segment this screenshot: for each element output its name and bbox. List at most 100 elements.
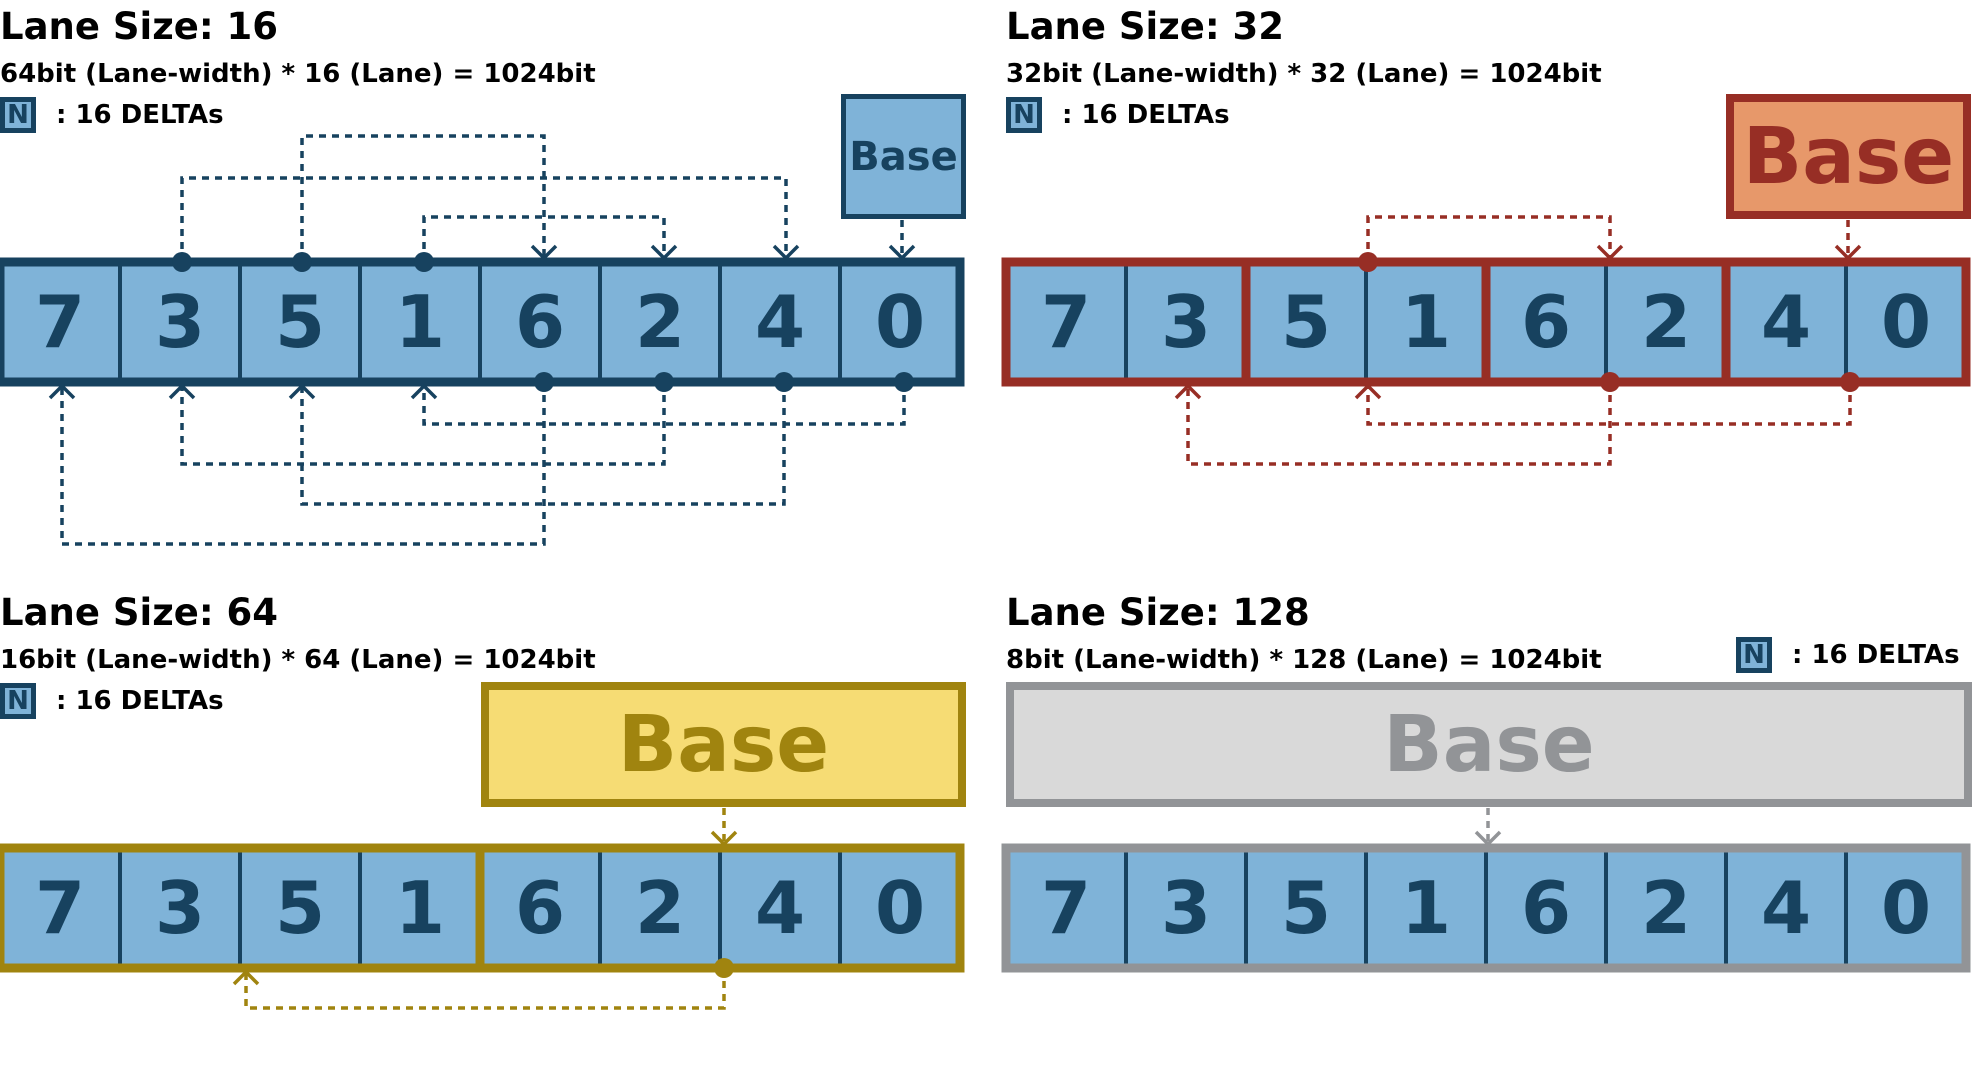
lane-value: 1	[1401, 280, 1451, 364]
panel-title: Lane Size: 32	[1006, 5, 1284, 48]
arrow-head-up	[232, 969, 260, 986]
n-square-icon: N	[0, 97, 36, 133]
arrow-head-up	[288, 383, 316, 400]
legend: N : 16 DELTAs	[0, 683, 224, 719]
lane-value: 3	[1161, 866, 1211, 950]
arrow-head-up	[168, 383, 196, 400]
panel-subtitle: 16bit (Lane-width) * 64 (Lane) = 1024bit	[0, 645, 596, 675]
lane-cell	[1364, 846, 1488, 970]
arrow-head-down	[1474, 830, 1502, 847]
lane-value: 6	[1521, 280, 1571, 364]
lane-value: 4	[1761, 866, 1811, 950]
panel-subtitle: 8bit (Lane-width) * 128 (Lane) = 1024bit	[1006, 645, 1602, 675]
lane-value: 1	[395, 866, 445, 950]
legend: N : 16 DELTAs	[0, 97, 224, 133]
delta-source-dot	[414, 252, 434, 272]
delta-connector	[180, 382, 666, 466]
lane-cell	[838, 846, 962, 970]
delta-source-dot	[654, 372, 674, 392]
lane-value: 7	[35, 280, 85, 364]
delta-connector	[422, 215, 666, 262]
lane-value: 2	[635, 866, 685, 950]
lane-value: 5	[275, 280, 325, 364]
arrow-head-down	[710, 830, 738, 847]
lane-value: 7	[1041, 866, 1091, 950]
lane-value: 1	[395, 280, 445, 364]
lane-cell	[1364, 260, 1488, 384]
arrow-head-down	[772, 244, 800, 261]
lane-cell	[478, 846, 602, 970]
lane-value: 4	[755, 866, 805, 950]
lane-value: 2	[1641, 866, 1691, 950]
lane-value: 6	[515, 866, 565, 950]
lane-value: 3	[155, 866, 205, 950]
lane-value: 0	[1881, 866, 1931, 950]
panel-lane-size-32: Lane Size: 32 32bit (Lane-width) * 32 (L…	[1001, 0, 1972, 506]
arrow-head-down	[1596, 244, 1624, 261]
lane-group-border	[0, 257, 965, 387]
panel-lane-size-64: Lane Size: 64 16bit (Lane-width) * 64 (L…	[0, 586, 986, 1092]
panel-title: Lane Size: 64	[0, 591, 278, 634]
arrow-head-up	[1174, 383, 1202, 400]
legend: N : 16 DELTAs	[1006, 97, 1230, 133]
delta-connector	[300, 134, 546, 262]
lane-cell	[1724, 260, 1848, 384]
arrow-head-up	[48, 383, 76, 400]
arrow-head-up	[410, 383, 438, 400]
delta-connector	[244, 968, 726, 1010]
lane-group-border	[1001, 843, 1971, 973]
lane-value: 6	[1521, 866, 1571, 950]
lane-value: 5	[1281, 866, 1331, 950]
legend-text: : 16 DELTAs	[56, 100, 224, 130]
lane-value: 0	[875, 866, 925, 950]
delta-connector	[1186, 382, 1612, 466]
lane-value: 2	[1641, 280, 1691, 364]
delta-source-dot	[1600, 372, 1620, 392]
lane-value: 4	[1761, 280, 1811, 364]
arrow-head-up	[1354, 383, 1382, 400]
lane-cell	[1124, 260, 1248, 384]
delta-connector	[180, 176, 788, 262]
lane-value: 5	[275, 866, 325, 950]
panel-lane-size-128: Lane Size: 128 8bit (Lane-width) * 128 (…	[1001, 586, 1972, 1092]
lane-value: 0	[1881, 280, 1931, 364]
base-box: Base	[481, 682, 966, 807]
base-box: Base	[1006, 682, 1972, 807]
base-box: Base	[841, 94, 966, 219]
delta-source-dot	[292, 252, 312, 272]
legend-text: : 16 DELTAs	[56, 686, 224, 716]
base-box: Base	[1726, 94, 1971, 219]
delta-source-dot	[714, 958, 734, 978]
delta-source-dot	[1840, 372, 1860, 392]
lane-value: 4	[755, 280, 805, 364]
lane-value: 3	[155, 280, 205, 364]
lane-value: 6	[515, 280, 565, 364]
lane-value: 7	[1041, 280, 1091, 364]
lane-value: 1	[1401, 866, 1451, 950]
n-square-icon: N	[1006, 97, 1042, 133]
delta-connector	[300, 382, 786, 506]
lane-cell	[1844, 260, 1968, 384]
arrow-head-down	[888, 244, 916, 261]
delta-source-dot	[774, 372, 794, 392]
legend: N : 16 DELTAs	[1736, 637, 1960, 673]
lane-cell	[238, 846, 362, 970]
delta-source-dot	[172, 252, 192, 272]
lane-value: 3	[1161, 280, 1211, 364]
panel-title: Lane Size: 128	[1006, 591, 1310, 634]
delta-source-dot	[894, 372, 914, 392]
arrow-head-down	[530, 244, 558, 261]
lane-cell	[598, 260, 722, 384]
delta-source-dot	[534, 372, 554, 392]
lane-value: 7	[35, 866, 85, 950]
legend-text: : 16 DELTAs	[1062, 100, 1230, 130]
panel-subtitle: 64bit (Lane-width) * 16 (Lane) = 1024bit	[0, 59, 596, 89]
arrow-head-down	[1834, 244, 1862, 261]
panel-lane-size-16: Lane Size: 16 64bit (Lane-width) * 16 (L…	[0, 0, 986, 546]
lane-value: 0	[875, 280, 925, 364]
arrow-head-down	[650, 244, 678, 261]
delta-source-dot	[1358, 252, 1378, 272]
